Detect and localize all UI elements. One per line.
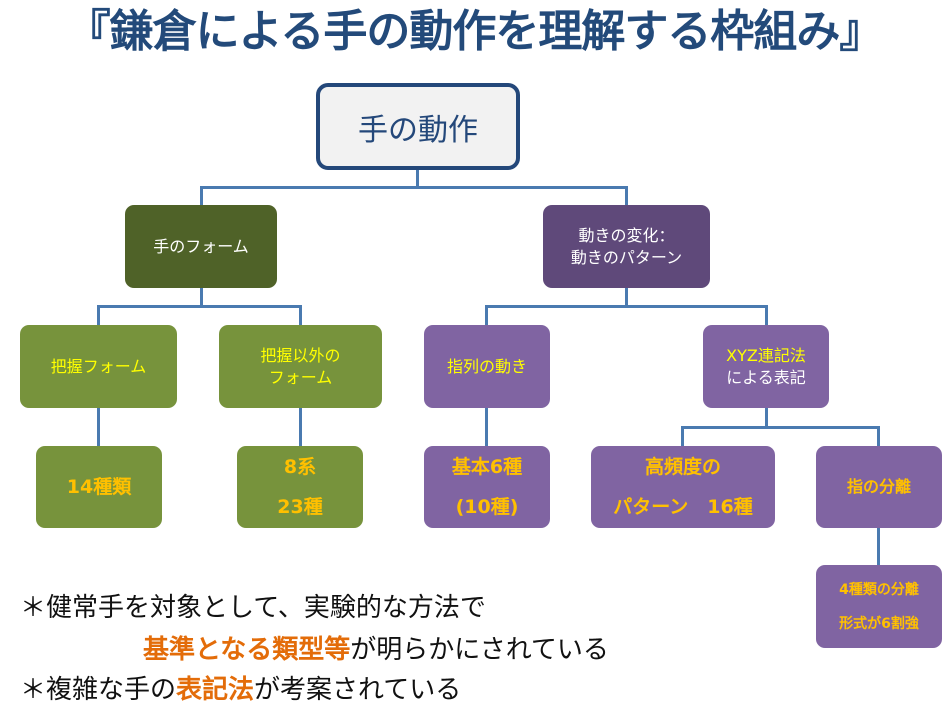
node-separation-forms: 4種類の分離 形式が6割強 <box>816 565 942 648</box>
node-hand-form: 手のフォーム <box>125 205 277 288</box>
connector <box>877 426 880 446</box>
note-text: が明らかにされている <box>350 635 609 665</box>
node-label: 手の動作 <box>358 112 478 148</box>
connector <box>97 305 100 325</box>
note-highlight: 表記法 <box>176 675 255 705</box>
node-label-line2: による表記 <box>726 367 806 387</box>
page-title: 『鎌倉による手の動作を理解する枠組み』 <box>66 6 884 57</box>
node-label: 把握フォーム <box>50 356 147 376</box>
node-label-line1: 動きの変化： <box>578 225 675 245</box>
note-line-1: ＊健常手を対象として、実験的な方法で <box>20 588 486 628</box>
connector <box>681 426 684 446</box>
note-text: が考案されている <box>254 675 462 705</box>
connector <box>681 426 880 429</box>
node-label-line2: (10種) <box>455 496 519 518</box>
node-label: 14種類 <box>66 476 132 498</box>
node-label-line2: パターン 16種 <box>613 496 753 518</box>
connector <box>200 288 203 307</box>
node-xyz-notation: XYZ連記法 による表記 <box>703 325 829 408</box>
node-label-line2: 23種 <box>277 496 323 518</box>
node-label: 手のフォーム <box>153 236 249 256</box>
note-line-3: ＊複雑な手の表記法が考案されている <box>20 670 461 710</box>
node-grasp-form: 把握フォーム <box>20 325 177 408</box>
connector <box>625 288 628 307</box>
node-basic-types: 基本6種 (10種) <box>424 446 550 528</box>
connector <box>97 305 302 308</box>
node-non-grasp-types: 8系 23種 <box>237 446 363 528</box>
connector <box>877 528 880 565</box>
node-grasp-types: 14種類 <box>36 446 162 528</box>
connector <box>485 305 768 308</box>
connector <box>299 305 302 325</box>
node-finger-separation: 指の分離 <box>816 446 942 528</box>
note-text: ＊複雑な手の <box>20 675 177 705</box>
root-node-hand-motion: 手の動作 <box>316 83 520 170</box>
node-non-grasp-form: 把握以外の フォーム <box>219 325 382 408</box>
node-label-line1: 高頻度の <box>644 456 721 478</box>
node-label-line2: 動きのパターン <box>570 247 683 267</box>
connector <box>765 305 768 325</box>
node-label-line1: 基本6種 <box>451 456 523 478</box>
note-highlight: 基準となる類型等 <box>143 635 351 665</box>
connector <box>765 408 768 428</box>
node-label: 指列の動き <box>446 356 527 376</box>
node-label-line2: フォーム <box>268 367 333 387</box>
connector <box>625 186 628 205</box>
connector <box>200 186 203 205</box>
connector <box>485 305 488 325</box>
node-label-line1: 8系 <box>283 456 317 478</box>
connector <box>97 408 100 446</box>
connector <box>416 169 419 187</box>
node-label: 指の分離 <box>846 477 911 496</box>
node-label-line1: XYZ連記法 <box>726 345 806 365</box>
connector <box>485 408 488 446</box>
node-label-line2: 形式が6割強 <box>839 615 919 632</box>
node-label-line1: 4種類の分離 <box>839 581 919 598</box>
node-finger-sequence: 指列の動き <box>424 325 550 408</box>
connector <box>200 186 628 189</box>
node-frequent-patterns: 高頻度の パターン 16種 <box>591 446 775 528</box>
node-label-line1: 把握以外の <box>260 345 341 365</box>
note-line-2: 基準となる類型等が明らかにされている <box>143 630 609 670</box>
connector <box>299 408 302 446</box>
note-text: ＊健常手を対象として、実験的な方法で <box>20 593 486 623</box>
node-motion-change: 動きの変化： 動きのパターン <box>543 205 710 288</box>
